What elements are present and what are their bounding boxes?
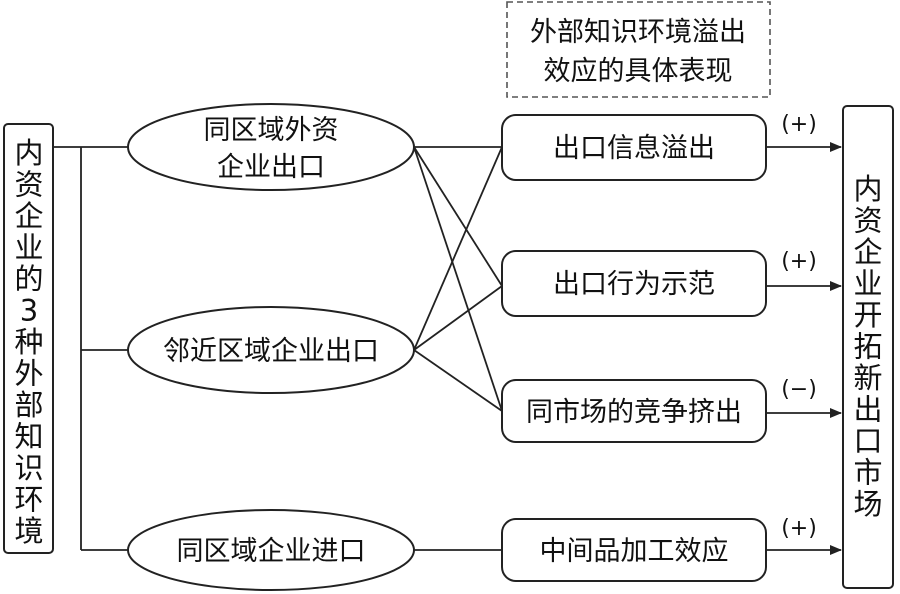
effect-box-2 [501, 250, 767, 317]
left-box-char: 外 [14, 357, 43, 391]
left-box-char: 境 [14, 514, 43, 548]
source-node-3 [127, 509, 415, 591]
left-box-char: 知 [14, 420, 43, 454]
source-2-label: 邻近区域企业出口 [163, 336, 379, 367]
effect-2-label: 出口行为示范 [553, 269, 715, 300]
edge-source2-effect3 [413, 349, 503, 412]
left-box-char: 内 [14, 136, 43, 170]
right-box-char: 拓 [853, 330, 882, 364]
effect-box-3 [501, 379, 767, 443]
effect-4-sign: (+) [781, 516, 817, 541]
source-node-2 [127, 306, 415, 394]
effect-2-sign: (+) [781, 249, 817, 274]
effect-3-label: 同市场的竞争挤出 [526, 397, 742, 428]
edge-source2-effect1 [413, 146, 503, 351]
edge-source1-effect3 [413, 146, 503, 412]
left-box-char: 企 [14, 199, 43, 233]
right-box-char: 资 [853, 204, 882, 238]
right-box-char: 场 [853, 487, 882, 521]
left-box-char: 3 [20, 294, 38, 328]
right-box-char: 业 [853, 267, 882, 301]
left-box-char: 的 [14, 262, 43, 296]
left-box-char: 业 [14, 231, 43, 265]
source-node-1 [127, 103, 415, 191]
right-box-char: 新 [853, 361, 882, 395]
right-box [842, 105, 894, 589]
note-line-1: 外部知识环境溢出 [530, 17, 746, 48]
left-box-char: 环 [14, 483, 43, 517]
effect-3-sign: (−) [781, 377, 817, 402]
left-box-char: 种 [14, 325, 43, 359]
right-box-char: 开 [853, 298, 882, 332]
left-box-char: 识 [14, 451, 43, 485]
right-box-char: 内 [853, 172, 882, 206]
right-box-char: 市 [853, 456, 882, 490]
left-box-char: 资 [14, 168, 43, 202]
source-3-label: 同区域企业进口 [177, 536, 366, 567]
left-box [3, 123, 54, 554]
note-box [506, 1, 771, 98]
left-box-char: 部 [14, 388, 43, 422]
effect-4-label: 中间品加工效应 [540, 536, 729, 567]
effect-1-sign: (+) [781, 112, 817, 137]
edge-source2-effect2 [413, 285, 503, 351]
note-line-2: 效应的具体表现 [544, 56, 733, 87]
effect-1-label: 出口信息溢出 [553, 133, 715, 164]
source-1-label-line-1: 同区域外资 [204, 115, 339, 146]
right-box-char: 出 [853, 393, 882, 427]
edge-source1-effect2 [413, 146, 503, 287]
source-1-label-line-2: 企业出口 [217, 152, 325, 183]
right-box-char: 企 [853, 235, 882, 269]
right-box-char: 口 [853, 424, 882, 458]
